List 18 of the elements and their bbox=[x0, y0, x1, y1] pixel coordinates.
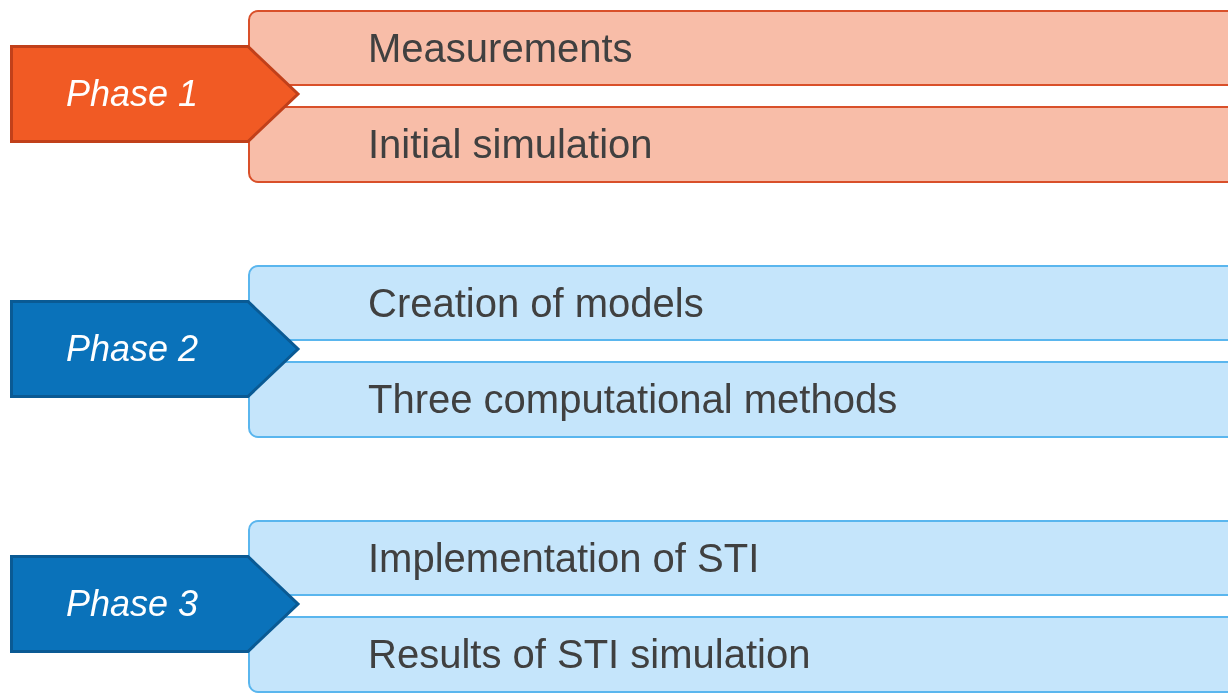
step-text: Initial simulation bbox=[368, 122, 653, 167]
phase-arrow bbox=[10, 45, 300, 143]
step-text: Measurements bbox=[368, 25, 633, 71]
phase-label: Phase 3 bbox=[66, 583, 199, 625]
step-bar bbox=[248, 361, 1228, 438]
step-bar bbox=[248, 265, 1228, 341]
step-text: Results of STI simulation bbox=[368, 632, 811, 677]
step-bar bbox=[248, 106, 1228, 183]
phase-label: Phase 1 bbox=[66, 73, 199, 115]
step-bar bbox=[248, 520, 1228, 596]
step-text: Three computational methods bbox=[368, 377, 898, 422]
phase-label: Phase 2 bbox=[66, 328, 199, 370]
phase-arrow bbox=[10, 300, 300, 398]
phase-arrow bbox=[10, 555, 300, 653]
step-text: Creation of models bbox=[368, 280, 704, 326]
step-bar bbox=[248, 616, 1228, 693]
step-bar bbox=[248, 10, 1228, 86]
step-text: Implementation of STI bbox=[368, 535, 760, 581]
